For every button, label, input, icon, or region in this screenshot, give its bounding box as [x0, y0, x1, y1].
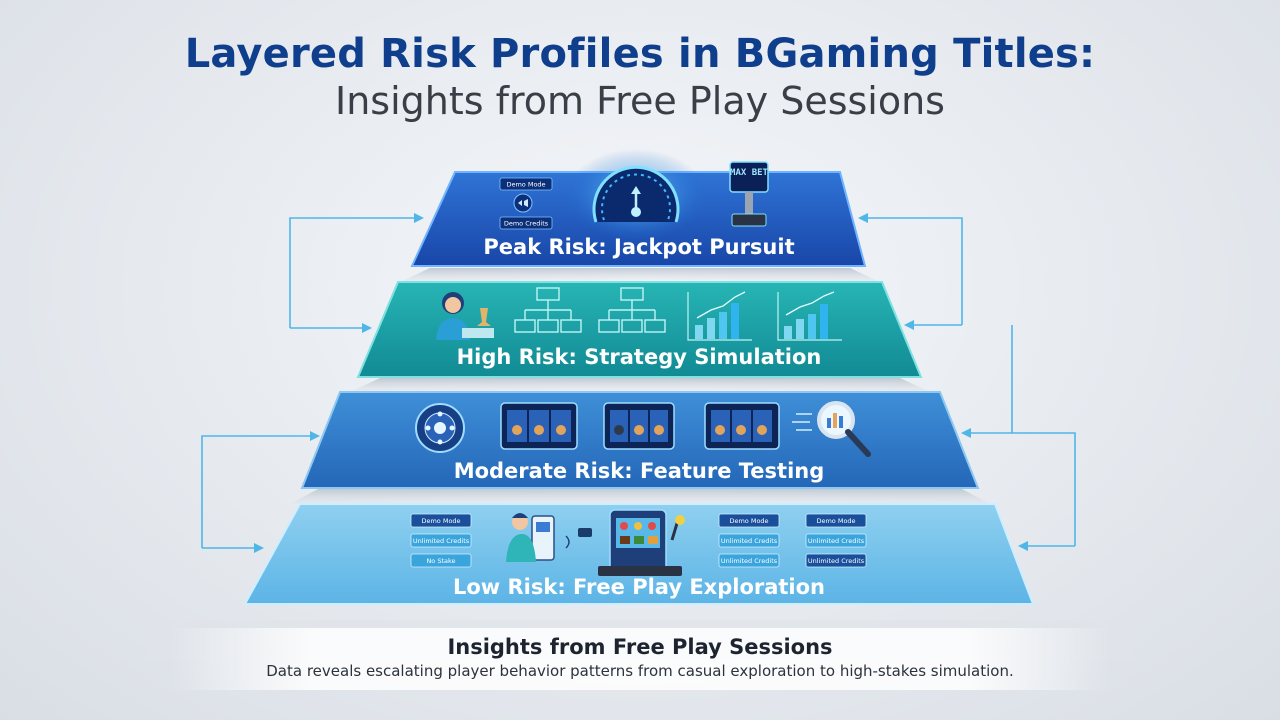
chip-demo-mode	[499, 177, 553, 191]
chip-right-1	[805, 513, 867, 528]
speedometer-icon	[566, 149, 706, 241]
max-bet-label: MAX BET	[730, 168, 769, 178]
chip-left-1-label: Demo Mode	[421, 517, 460, 525]
chip-demo-mode-label: Demo Mode	[506, 181, 545, 189]
layer-moderate-risk-label: Moderate Risk: Feature Testing	[454, 459, 825, 483]
chip-left-2	[410, 533, 472, 548]
magnifier-icon	[792, 401, 871, 457]
layer-peak-risk-label: Peak Risk: Jackpot Pursuit	[483, 235, 794, 259]
bar-chart-icon-2	[777, 291, 842, 341]
slot-reels-icon-3	[704, 402, 780, 450]
connector-left-lower	[201, 431, 320, 548]
chip-right-3	[805, 553, 867, 568]
title-block: Layered Risk Profiles in BGaming Titles:…	[0, 30, 1280, 124]
low-risk-chips-left: Demo Mode Unlimited Credits No Stake	[410, 513, 472, 568]
chip-mid-1-label: Demo Mode	[729, 517, 768, 525]
chip-mid-1	[718, 513, 780, 528]
chip-right-3-label: Unlimited Credits	[808, 557, 865, 565]
slot-machine-icon	[578, 509, 685, 576]
audio-toggle-icon	[513, 193, 533, 213]
layer-gap-1	[400, 268, 880, 282]
peak-risk-chips: Demo Mode Demo Credits	[499, 177, 553, 230]
chip-demo-credits	[499, 216, 553, 230]
max-bet-joystick-icon: MAX BET	[729, 161, 769, 227]
page-title: Layered Risk Profiles in BGaming Titles:	[184, 31, 1096, 77]
layer-low-risk-label: Low Risk: Free Play Exploration	[453, 575, 825, 599]
layer-high-risk	[356, 281, 923, 378]
chip-right-2	[805, 533, 867, 548]
person-slot-machine-icon	[506, 513, 570, 562]
bar-chart-icon-1	[687, 291, 752, 341]
page-subtitle: Insights from Free Play Sessions	[335, 79, 945, 123]
low-risk-chips-right: Demo Mode Unlimited Credits Unlimited Cr…	[805, 513, 867, 568]
audio-glyph	[518, 199, 528, 207]
footer-text: Data reveals escalating player behavior …	[266, 662, 1014, 680]
flowchart-icon-2	[598, 287, 666, 333]
layer-high-risk-label: High Risk: Strategy Simulation	[457, 345, 822, 369]
chip-right-1-label: Demo Mode	[816, 517, 855, 525]
connector-left-upper	[289, 213, 424, 328]
chip-mid-2-label: Unlimited Credits	[721, 537, 778, 545]
footer-title: Insights from Free Play Sessions	[447, 635, 833, 659]
footer-panel: Insights from Free Play Sessions Data re…	[170, 628, 1110, 690]
roulette-wheel-icon	[415, 403, 465, 453]
slot-reels-icon-2	[603, 402, 675, 450]
chip-right-2-label: Unlimited Credits	[808, 537, 865, 545]
chip-mid-3	[718, 553, 780, 568]
layer-gap-2	[350, 378, 930, 392]
chip-mid-2	[718, 533, 780, 548]
flowchart-icon-1	[514, 287, 582, 333]
connector-right-lower	[1012, 432, 1076, 546]
chip-mid-3-label: Unlimited Credits	[721, 557, 778, 565]
chip-left-3-label: No Stake	[426, 557, 455, 565]
chip-demo-credits-label: Demo Credits	[504, 220, 549, 228]
layer-gap-3	[290, 488, 990, 504]
chip-left-2-label: Unlimited Credits	[413, 537, 470, 545]
low-risk-chips-mid: Demo Mode Unlimited Credits Unlimited Cr…	[718, 513, 780, 568]
chip-left-1	[410, 513, 472, 528]
connector-right-upper	[858, 213, 963, 325]
slot-reels-icon-1	[500, 402, 578, 450]
person-chess-icon	[436, 292, 494, 340]
chip-left-3	[410, 553, 472, 568]
